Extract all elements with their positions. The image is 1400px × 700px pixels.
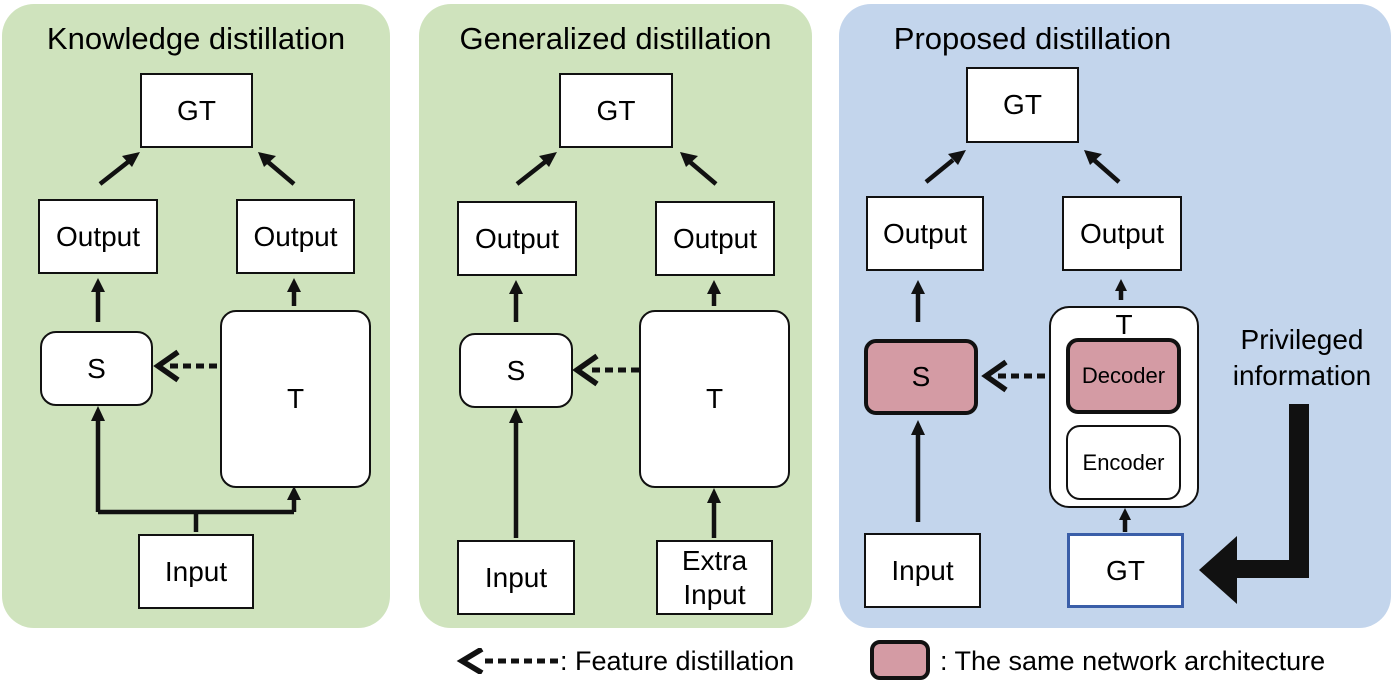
panel-generalized-distillation: Generalized distillation GT Output Outpu… [419, 4, 812, 628]
extra-input-box: Extra Input [656, 540, 773, 615]
encoder-box: Encoder [1066, 425, 1181, 500]
decoder-box: Decoder [1066, 338, 1181, 414]
input-box: Input [457, 540, 575, 615]
gt-box: GT [559, 73, 673, 148]
feature-distillation-legend-icon [456, 648, 558, 674]
teacher-output-box: Output [236, 199, 355, 274]
student-output-box: Output [866, 196, 984, 271]
gt-box: GT [966, 67, 1079, 143]
feature-distillation-legend-label: : Feature distillation [560, 646, 795, 676]
gt-input-box: GT [1067, 533, 1184, 608]
student-output-box: Output [38, 199, 158, 274]
panel-title: Proposed distillation [893, 21, 1172, 56]
teacher-output-box: Output [1062, 196, 1182, 271]
teacher-output-box: Output [655, 201, 775, 276]
input-box: Input [138, 534, 254, 609]
student-network-box: S [459, 333, 573, 408]
gt-box: GT [140, 73, 253, 148]
same-architecture-legend-swatch [870, 640, 930, 680]
teacher-network-box: T [639, 310, 790, 488]
input-box: Input [864, 533, 981, 608]
teacher-network-box: T [220, 310, 371, 488]
student-network-box: S [864, 339, 978, 415]
student-output-box: Output [457, 201, 577, 276]
same-architecture-legend-label: : The same network architecture [940, 646, 1326, 676]
panel-title: Knowledge distillation [46, 21, 346, 56]
privileged-information-label: Privileged information [1232, 324, 1372, 391]
panel-knowledge-distillation: Knowledge distillation GT Output Output … [2, 4, 390, 628]
panel-title: Generalized distillation [459, 21, 772, 56]
panel-proposed-distillation: Proposed distillation GT Output Output S… [839, 4, 1391, 628]
student-network-box: S [40, 331, 153, 406]
teacher-label: T [1115, 309, 1133, 340]
